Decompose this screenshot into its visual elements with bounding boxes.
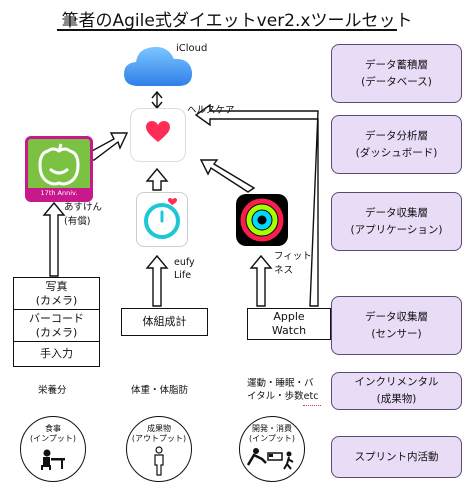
fitness-label-2: ネス [274, 265, 294, 276]
layer-2-line-1: データ分析層 [364, 129, 428, 142]
layer-5-line-2: (成果物) [376, 393, 417, 405]
fitness-app-icon [236, 194, 288, 246]
sync-arrow [151, 90, 163, 110]
arrow-eufy-to-health [145, 167, 169, 191]
arrow-scale-to-eufy [145, 254, 169, 307]
barcode-camera-box: バーコード (カメラ) [13, 309, 100, 342]
health-app-icon [130, 108, 186, 162]
layer-2-line-2: (ダッシュボード) [355, 146, 438, 159]
asuken-label-2: (有償) [64, 216, 91, 227]
arrow-fitness-to-health [199, 159, 256, 193]
layer-1-line-2: (データベース) [361, 75, 432, 88]
arrow-photo-to-asuken [42, 201, 66, 277]
standing-person-icon [154, 446, 164, 476]
meal-input-circle: 食事 (インプット) [20, 416, 86, 482]
healthcare-label: ヘルスケア [187, 105, 235, 116]
layer-3-line-2: (アプリケーション) [350, 223, 443, 236]
dev-consume-circle: 開発・消費 (インプット) [239, 416, 305, 482]
layer-4-line-1: データ収集層 [365, 310, 428, 323]
meal-line-1: 食事 [45, 424, 61, 433]
layer-incremental: インクリメンタル (成果物) [331, 372, 462, 410]
title-underline [57, 29, 397, 31]
result-output-circle: 成果物 (アウトプット) [126, 416, 192, 482]
apple-watch-box: Apple Watch [247, 308, 331, 340]
photo-camera-box: 写真 (カメラ) [13, 277, 100, 310]
layer-6-line-1: スプリント内活動 [354, 450, 439, 463]
icloud-icon [122, 40, 194, 90]
eufy-label-1: eufy [174, 257, 195, 268]
icloud-label: iCloud [176, 43, 208, 54]
layer-4-line-2: (センサー) [371, 327, 422, 340]
dev-line-2: (インプット) [248, 434, 295, 443]
layer-5-line-1: インクリメンタル [354, 376, 439, 388]
watch-line-2: Watch [271, 324, 307, 337]
dev-text: 開発・消費 (インプット) [240, 424, 304, 444]
eufy-app-icon [136, 192, 188, 247]
arrow-watch-long-to-health [194, 103, 319, 307]
etc-underline [303, 403, 321, 406]
weight-fat-label: 体重・体脂肪 [131, 385, 189, 396]
dev-line-1: 開発・消費 [252, 424, 292, 433]
meal-line-2: (インプット) [29, 434, 76, 443]
meal-text: 食事 (インプット) [21, 424, 85, 444]
page-title: 筆者のAgile式ダイエットver2.xツールセット [61, 11, 413, 31]
nutrition-label: 栄養分 [38, 385, 67, 396]
layer-data-analysis: データ分析層 (ダッシュボード) [331, 115, 462, 174]
layer-data-storage: データ蓄積層 (データベース) [331, 44, 462, 103]
eufy-label-2: Life [174, 270, 192, 281]
layer-sprint-activity: スプリント内活動 [331, 436, 462, 478]
manual-label: 手入力 [40, 347, 73, 360]
result-line-1: 成果物 [147, 424, 171, 433]
layer-data-collection-app: データ収集層 (アプリケーション) [331, 192, 462, 251]
activity-label-1: 運動・睡眠・バ [247, 378, 314, 389]
fitness-label-1: フィット [274, 251, 312, 262]
asuken-app-icon: 17th Anniv. [25, 136, 93, 202]
result-text: 成果物 (アウトプット) [127, 424, 191, 444]
asuken-badge: 17th Anniv. [40, 189, 78, 197]
activity-people-icon [246, 448, 294, 470]
barcode-line-2: (カメラ) [35, 325, 78, 339]
body-composition-scale-box: 体組成計 [121, 308, 208, 336]
layer-data-collection-sensor: データ収集層 (センサー) [331, 296, 462, 355]
arrow-watch-to-fitness [249, 254, 273, 307]
asuken-label-1: あすけん [64, 202, 103, 213]
result-line-2: (アウトプット) [131, 434, 187, 443]
eating-person-icon [41, 449, 65, 470]
layer-1-line-1: データ蓄積層 [364, 58, 428, 71]
manual-input-box: 手入力 [13, 341, 100, 367]
photo-line-2: (カメラ) [35, 293, 78, 307]
activity-label-2: イタル・歩数etc [247, 391, 319, 402]
layer-3-line-1: データ収集層 [364, 206, 428, 219]
watch-line-1: Apple [273, 310, 305, 323]
photo-line-1: 写真 [45, 279, 68, 293]
barcode-line-1: バーコード [29, 311, 84, 325]
arrow-asuken-to-health [89, 132, 129, 161]
scale-label: 体組成計 [142, 315, 187, 328]
